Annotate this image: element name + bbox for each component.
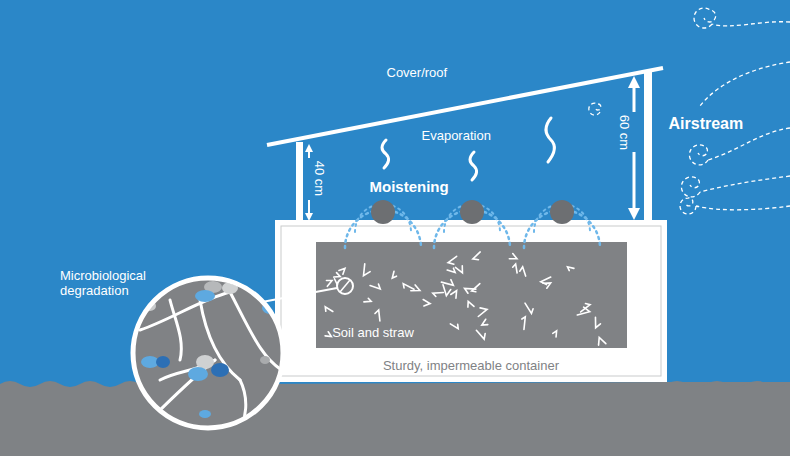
dimension-arrow: [633, 152, 636, 214]
airstream-label: Airstream: [669, 115, 744, 133]
sprinklers: [345, 200, 600, 248]
left-post: [296, 142, 303, 222]
airstream: [589, 8, 790, 214]
dimension-arrow: [633, 82, 636, 112]
dimension: 40 cm: [311, 160, 326, 195]
straw: [325, 252, 606, 345]
container-box: Soil and strawSturdy, impermeable contai…: [275, 220, 667, 382]
roof-label: Cover/roof: [387, 66, 448, 81]
dimension: 60 cm: [616, 114, 631, 149]
soil: [316, 242, 627, 348]
callout-label: Microbiological degradation: [60, 269, 180, 299]
node-text: Sturdy, impermeable container: [383, 359, 559, 374]
container-wall: [275, 220, 667, 382]
dimension-arrow: [308, 148, 310, 158]
magnifier: [133, 278, 353, 430]
steam: [382, 118, 554, 180]
node-text: Soil and straw: [332, 326, 414, 341]
right-post: [644, 70, 652, 222]
ground: [0, 381, 790, 456]
process-label: Moistening: [370, 178, 449, 195]
dimension-arrow: [308, 200, 310, 217]
ground-waves: [667, 381, 790, 400]
process-label: Evaporation: [422, 129, 491, 144]
soil-region: Soil and straw: [316, 242, 627, 348]
roof: [267, 68, 663, 145]
container-rim: [281, 226, 661, 376]
